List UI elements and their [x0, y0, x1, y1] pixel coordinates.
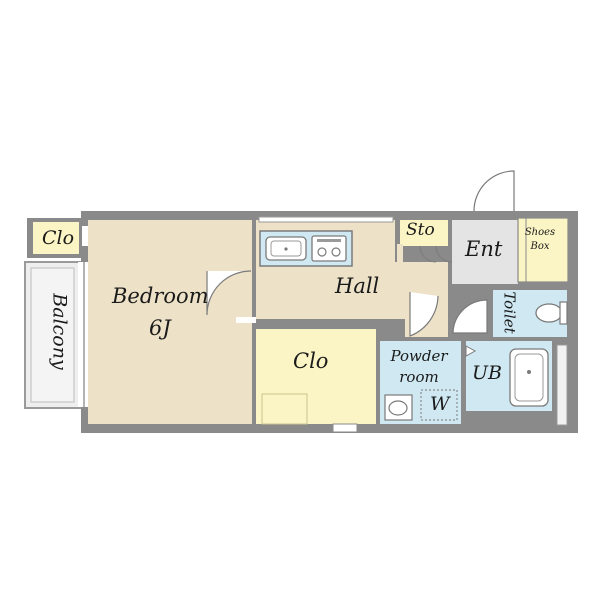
bathtub [509, 348, 549, 407]
bedroom-label: Bedroom [112, 284, 209, 308]
unit-bath-label: UB [472, 362, 502, 384]
storage-door-swing [419, 245, 453, 263]
entrance-door-swing [473, 170, 515, 212]
powder-room-label-line2: room [399, 368, 439, 386]
balcony-label: Balcony [48, 293, 71, 370]
bedroom-door-swing [206, 270, 252, 316]
closet-small-label: Clo [42, 227, 75, 249]
storage-label: Sto [406, 220, 435, 240]
closet-small-area [33, 222, 79, 254]
shoes-box-label-line2: Box [530, 241, 550, 252]
washer-space [420, 389, 458, 421]
closet-large-label: Clo [293, 349, 329, 373]
entrance-area [452, 220, 518, 284]
toilet-tank [559, 301, 568, 325]
hall-label: Hall [335, 274, 380, 298]
stove [311, 235, 347, 262]
toilet-bowl [535, 303, 563, 323]
toilet-label: Toilet [500, 291, 519, 334]
hall-door-swing [409, 292, 439, 337]
bedroom-area [88, 220, 252, 424]
toilet-door-swing [452, 299, 488, 334]
shoes-box-label-line1: Shoes [524, 227, 556, 238]
storage-area [400, 220, 448, 246]
bedroom-size-label: 6J [149, 316, 171, 340]
powder-room-label-line1: Powder [390, 347, 448, 365]
washer-label: W [430, 393, 450, 415]
entrance-label: Ent [465, 237, 503, 261]
